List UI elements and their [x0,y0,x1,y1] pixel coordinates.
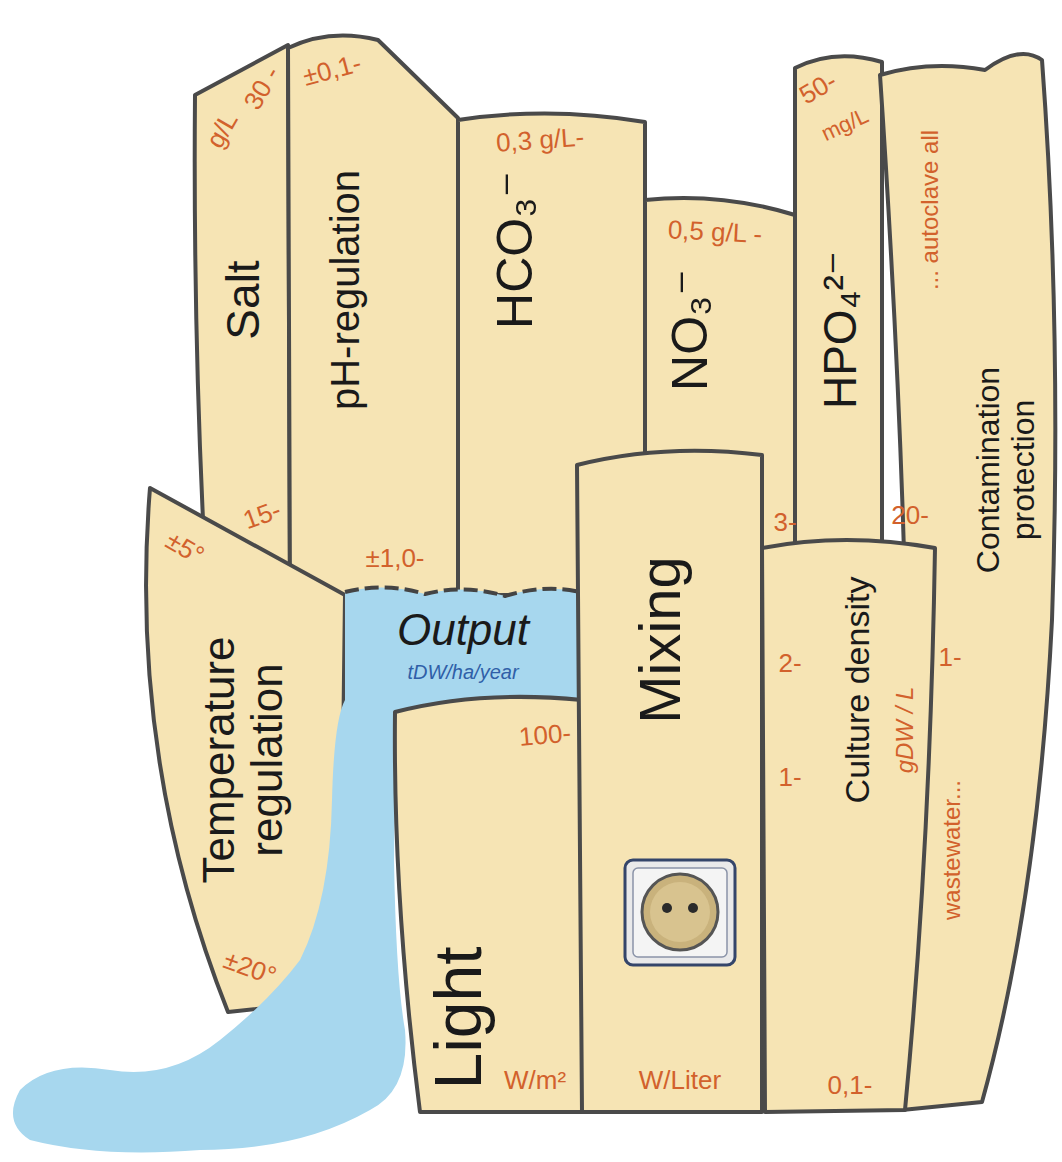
mixing-stave: MixingW/Liter [570,440,767,1117]
scale-note: ... autoclave all [917,130,943,290]
outline [195,45,290,600]
stave-title: Salt [218,260,269,339]
stave-title: Culture density [839,577,876,804]
outline [395,697,582,1112]
stave-shape [284,25,464,605]
outline [577,451,762,1112]
stave-title: Mixing [628,556,692,724]
stave-title: HCO₃⁻ [488,171,543,329]
phosphate-stave: HPO₄²⁻mg/L [790,45,885,550]
output-unit: tDW/ha/year [407,661,518,683]
output-title: Output [397,606,529,654]
stave-title: HPO₄²⁻ [815,251,866,409]
light-stave: LightW/m² [390,688,587,1118]
stave-title: NO₃⁻ [663,269,718,391]
unit-label: W/m² [504,1066,566,1095]
stave-shape [570,440,767,1117]
outline [762,540,935,1112]
culture-density-stave: Culture density gDW / L [758,530,940,1117]
outline [288,36,458,601]
unit-label: W/Liter [639,1066,721,1095]
ph-stave: pH-regulation [284,25,464,605]
outline [345,587,580,596]
stave-title: Temperature regulation [195,615,292,905]
scale-note: wastewater... [939,780,965,920]
stave-title: Contamination protection [971,310,1041,630]
stave-title: pH-regulation [323,170,367,410]
outline [795,56,882,548]
unit-label: gDW / L [892,687,918,774]
stave-title: Light [422,946,495,1089]
